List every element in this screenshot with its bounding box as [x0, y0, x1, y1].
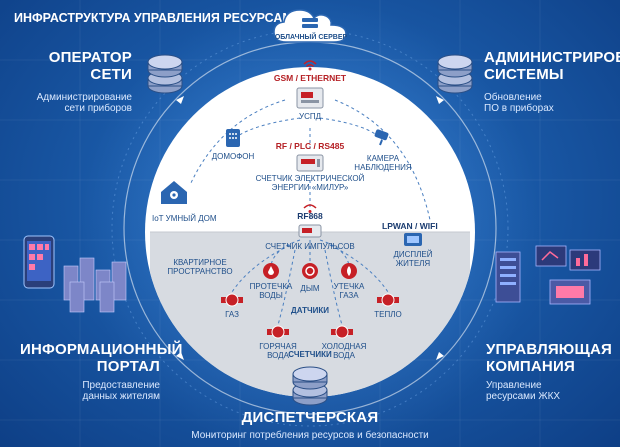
lpwan-label: LPWAN / WIFI — [382, 221, 438, 231]
intercom-label: ДОМОФОН — [211, 152, 255, 161]
gas-label: ГАЗ — [225, 310, 239, 319]
gas-leak-sensor-icon — [341, 263, 357, 279]
cold-water-meter-icon — [331, 325, 353, 339]
cloud-label: ОБЛАЧНЫЙ СЕРВЕР — [274, 34, 348, 41]
electricity-meter-icon — [296, 154, 324, 172]
heat-meter-icon — [377, 293, 399, 307]
page-title: ИНФРАСТРУКТУРА УПРАВЛЕНИЯ РЕСУРСАМИ — [14, 11, 302, 25]
cloud-icon — [273, 9, 347, 43]
meters-label: СЧЕТЧИКИ — [288, 350, 332, 359]
database-icon — [147, 54, 183, 94]
dispatch-subtitle: Мониторинг потребления ресурсов и безопа… — [191, 430, 429, 441]
uspd-label: УСПД — [298, 112, 322, 121]
database-icon — [437, 54, 473, 94]
water-leak-sensor-icon — [263, 263, 279, 279]
gsm-label: GSM / ETHERNET — [273, 73, 347, 83]
gas-meter-icon — [221, 293, 243, 307]
hot-water-meter-icon — [267, 325, 289, 339]
intercom-icon — [226, 129, 240, 147]
admin-title: АДМИНИСТРИРОВАНИЕСИСТЕМЫ — [484, 49, 620, 83]
dispatch-title: ДИСПЕТЧЕРСКАЯ — [241, 409, 379, 426]
sensors-label: ДАТЧИКИ — [291, 306, 329, 315]
control-room-icon — [495, 245, 601, 305]
camera-icon — [374, 129, 389, 146]
city-devices-icon — [23, 235, 127, 313]
iot-label: IoT УМНЫЙ ДОМ — [152, 214, 217, 223]
wifi-icon — [303, 204, 317, 213]
rf-label: RF / PLC / RS485 — [275, 141, 345, 151]
pulse-label: СЧЕТЧИК ИМПУЛЬСОВ — [265, 242, 355, 251]
rf868-label: RF868 — [297, 211, 323, 221]
database-icon — [292, 366, 328, 406]
display-icon — [404, 233, 422, 246]
heat-label: ТЕПЛО — [374, 310, 402, 319]
wifi-icon — [303, 60, 317, 71]
pulse-counter-icon — [298, 224, 322, 238]
smart-home-icon — [161, 181, 187, 204]
smoke-label: ДЫМ — [300, 284, 320, 293]
uspd-device-icon — [296, 87, 324, 109]
smoke-sensor-icon — [302, 263, 318, 279]
